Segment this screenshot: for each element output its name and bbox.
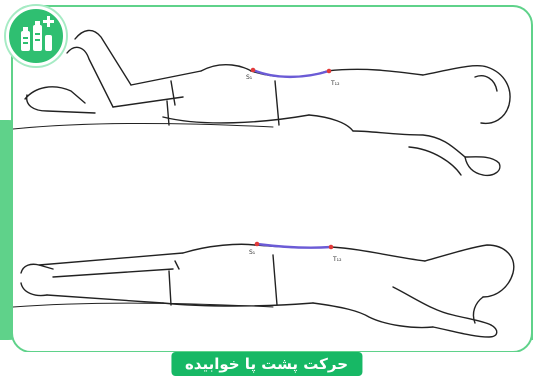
exercise-title: حرکت پشت پا خوابیده <box>171 352 362 376</box>
bottom-marker-s1 <box>255 242 260 247</box>
medical-cross-bottles-icon <box>9 9 63 63</box>
brand-logo <box>6 6 66 66</box>
caption-strip: حرکت پشت پا خوابیده <box>0 352 533 382</box>
bottom-label-s1: S₁ <box>249 249 256 256</box>
bottom-label-t12: T₁₂ <box>332 256 342 263</box>
bottom-spine-segment <box>257 244 331 248</box>
figure-bottom-prone: S₁ T₁₂ <box>13 7 531 351</box>
bottom-marker-t12 <box>329 245 334 250</box>
illustration-panel: S₁ T₁₂ <box>11 5 533 353</box>
